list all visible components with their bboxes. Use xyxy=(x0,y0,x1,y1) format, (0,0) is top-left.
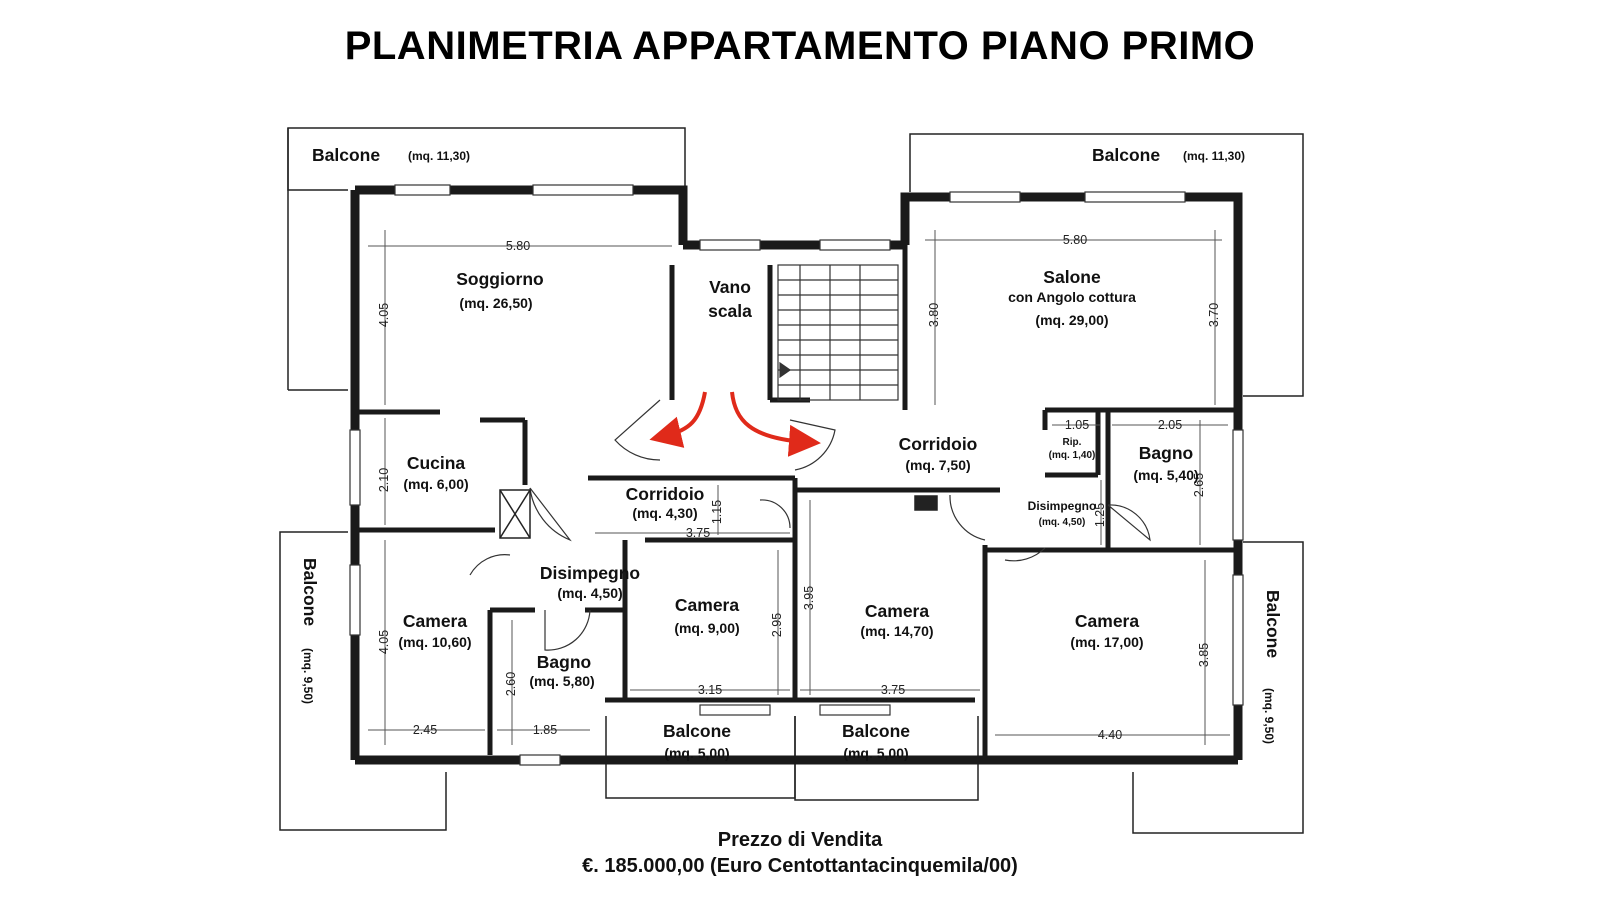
vano-scala-label-2: scala xyxy=(708,301,752,321)
dim-camera-9-h: 2.95 xyxy=(770,613,784,637)
camera-w-label: Camera xyxy=(403,611,467,631)
price-label: Prezzo di Vendita xyxy=(717,829,883,851)
salone-label: Salone xyxy=(1043,267,1101,287)
dim-salone-h-left: 3.80 xyxy=(927,303,941,327)
ripostiglio-area: (mq. 1,40) xyxy=(1049,450,1096,461)
dim-camera-w-w: 2.45 xyxy=(413,723,437,737)
balcone-ne-area: (mq. 11,30) xyxy=(1183,149,1245,163)
dim-camera-17-h: 3.85 xyxy=(1197,643,1211,667)
vano-scala-label-1: Vano xyxy=(709,277,751,297)
dimension-lines xyxy=(368,230,1230,745)
balcone-nw-label: Balcone xyxy=(312,145,380,165)
salone-sub: con Angolo cottura xyxy=(1008,289,1136,305)
arrow-left xyxy=(649,391,707,448)
disimpegno-w-area: (mq. 4,50) xyxy=(557,585,622,601)
bagno-w-label: Bagno xyxy=(537,652,591,672)
corridoio-w-area: (mq. 4,30) xyxy=(632,505,697,521)
dim-rip-w: 1.05 xyxy=(1065,418,1089,432)
camera-14-area: (mq. 14,70) xyxy=(860,623,933,639)
plan-title: PLANIMETRIA APPARTAMENTO PIANO PRIMO xyxy=(344,24,1256,68)
dim-soggiorno-w: 5.80 xyxy=(506,239,530,253)
camera-9-label: Camera xyxy=(675,595,739,615)
balcone-e-label: Balcone xyxy=(1263,590,1283,658)
bagno-w-area: (mq. 5,80) xyxy=(529,673,594,689)
disimpegno-e-area: (mq. 4,50) xyxy=(1039,517,1086,528)
balcony-ne-outline xyxy=(909,133,1304,397)
bagno-e-label: Bagno xyxy=(1139,443,1193,463)
dim-corridoio-w-h: 1.15 xyxy=(710,500,724,524)
dim-bagno-e-h: 2.65 xyxy=(1192,473,1206,497)
dim-soggiorno-h: 4.05 xyxy=(377,303,391,327)
corridoio-e-label: Corridoio xyxy=(899,434,978,454)
balcone-s1-area: (mq. 5,00) xyxy=(664,745,729,761)
dim-camera-17-w: 4.40 xyxy=(1098,728,1122,742)
price-value: €. 185.000,00 (Euro Centottantacinquemil… xyxy=(582,855,1018,877)
dim-camera-9-w: 3.15 xyxy=(698,683,722,697)
balcony-w-outline xyxy=(279,531,447,831)
balcone-w-area: (mq. 9,50) xyxy=(301,648,315,704)
dim-corridoio-w-w: 3.75 xyxy=(686,526,710,540)
cucina-area: (mq. 6,00) xyxy=(403,476,468,492)
dim-disimpegno-e-h: 1.25 xyxy=(1093,503,1107,527)
camera-9-area: (mq. 9,00) xyxy=(674,620,739,636)
camera-17-area: (mq. 17,00) xyxy=(1070,634,1143,650)
shaft-box xyxy=(499,489,938,539)
interior-walls xyxy=(355,245,1238,760)
balcone-s2-label: Balcone xyxy=(842,721,910,741)
camera-w-area: (mq. 10,60) xyxy=(398,634,471,650)
balcone-e-area: (mq. 9,50) xyxy=(1262,688,1276,744)
dim-bagno-w-w: 1.85 xyxy=(533,723,557,737)
bagno-e-area: (mq. 5,40) xyxy=(1133,467,1198,483)
corridoio-e-area: (mq. 7,50) xyxy=(905,457,970,473)
ripostiglio-label: Rip. xyxy=(1063,437,1082,448)
balcone-ne-label: Balcone xyxy=(1092,145,1160,165)
dim-salone-w: 5.80 xyxy=(1063,233,1087,247)
price-block: Prezzo di Vendita €. 185.000,00 (Euro Ce… xyxy=(0,827,1600,879)
dim-salone-h-right: 3.70 xyxy=(1207,303,1221,327)
dim-bagno-w-h: 2.60 xyxy=(504,672,518,696)
dim-cucina-h: 2.10 xyxy=(377,468,391,492)
balcone-nw-area: (mq. 11,30) xyxy=(408,149,470,163)
dim-camera-w-h: 4.05 xyxy=(377,630,391,654)
soggiorno-label: Soggiorno xyxy=(456,269,543,289)
balcone-s2-area: (mq. 5,00) xyxy=(843,745,908,761)
corridoio-w-label: Corridoio xyxy=(626,484,705,504)
disimpegno-e-label: Disimpegno xyxy=(1028,499,1097,513)
staircase xyxy=(777,264,899,401)
disimpegno-w-label: Disimpegno xyxy=(540,563,640,583)
camera-17-label: Camera xyxy=(1075,611,1139,631)
balcony-e-outline xyxy=(1132,541,1304,834)
dim-bagno-e-w: 2.05 xyxy=(1158,418,1182,432)
entrance-arrows xyxy=(649,391,821,457)
dim-camera-14-w: 3.75 xyxy=(881,683,905,697)
dim-camera-14-h: 3.95 xyxy=(802,586,816,610)
windows xyxy=(349,184,1244,766)
camera-14-label: Camera xyxy=(865,601,929,621)
arrow-right xyxy=(730,391,821,457)
salone-area: (mq. 29,00) xyxy=(1035,312,1108,328)
balcone-w-label: Balcone xyxy=(300,558,320,626)
soggiorno-area: (mq. 26,50) xyxy=(459,295,532,311)
door-swings xyxy=(469,399,1151,651)
cucina-label: Cucina xyxy=(407,453,466,473)
balcone-s1-label: Balcone xyxy=(663,721,731,741)
